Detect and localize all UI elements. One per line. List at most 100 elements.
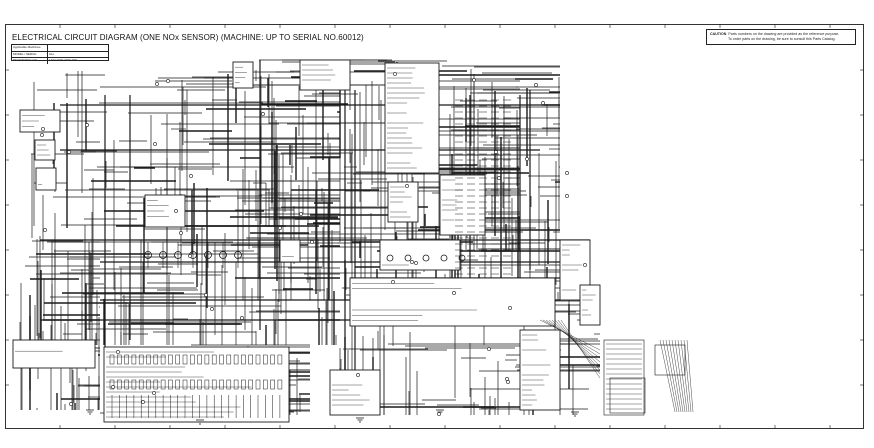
fuse	[160, 354, 166, 365]
info-row-label: MODEL / SERIAL	[12, 51, 48, 57]
splice-point	[41, 127, 45, 131]
fuse	[124, 354, 129, 365]
info-row-label: PT.DRAWING NO.	[12, 58, 48, 64]
fuse	[182, 379, 188, 390]
harness-wire	[662, 339, 678, 413]
relay-coil	[458, 254, 466, 262]
fuse	[233, 354, 239, 365]
harness-connector-block	[349, 277, 556, 327]
fuse	[226, 354, 232, 365]
splice-point	[565, 171, 569, 175]
splice-point	[141, 400, 145, 404]
relay-coil	[404, 254, 412, 262]
fuse	[168, 379, 173, 390]
fuse	[248, 379, 253, 390]
splice-point	[437, 412, 441, 416]
fuse	[190, 379, 195, 390]
fuse	[255, 379, 261, 390]
fuse	[175, 379, 180, 390]
caution-line-2: To order parts on the drawing, be sure t…	[728, 37, 836, 41]
component	[35, 167, 57, 191]
fuse	[131, 354, 137, 365]
fuse	[219, 379, 224, 390]
drawing-frame	[5, 24, 864, 429]
splice-point	[278, 226, 282, 230]
fuse	[153, 354, 159, 365]
splice-point	[508, 306, 512, 310]
fuse	[190, 354, 195, 365]
junction-block	[379, 239, 461, 271]
fuse	[211, 379, 217, 390]
fuse	[270, 354, 275, 365]
fuse	[277, 354, 283, 365]
harness-wire	[560, 319, 601, 379]
fuse	[204, 354, 210, 365]
splice-point	[85, 123, 89, 127]
splice-point	[541, 101, 545, 105]
fuse	[117, 354, 122, 365]
fuse	[263, 379, 268, 390]
splice-point	[534, 83, 538, 87]
info-row-value: 1203-0000-0000-000	[49, 58, 78, 62]
harness-wire	[665, 339, 680, 413]
fuse	[153, 379, 159, 390]
splice-point	[391, 280, 395, 284]
splice-point	[393, 72, 397, 76]
splice-point	[189, 174, 193, 178]
fuse	[241, 354, 246, 365]
splice-point	[497, 176, 501, 180]
relay	[279, 239, 301, 263]
splice-point	[210, 307, 214, 311]
fuse	[255, 354, 261, 365]
splice-point	[525, 157, 529, 161]
controller-unit	[384, 62, 440, 174]
fuse	[241, 379, 246, 390]
splice-point	[583, 263, 587, 267]
fuse	[277, 379, 283, 390]
splice-point	[472, 78, 476, 82]
splice-point	[166, 79, 170, 83]
splice-point	[204, 293, 208, 297]
relay-coil	[386, 254, 394, 262]
fuse	[197, 379, 202, 390]
harness-wire	[674, 339, 686, 413]
fuse	[146, 354, 151, 365]
fuse	[204, 379, 210, 390]
fuse	[117, 379, 122, 390]
splice-point	[40, 133, 44, 137]
harness-wire	[539, 319, 601, 351]
splice-point	[152, 391, 156, 395]
fuse	[138, 379, 144, 390]
splice-point	[506, 380, 510, 384]
fuse	[146, 379, 151, 390]
splice-point	[111, 385, 115, 389]
splice-point	[494, 150, 498, 154]
fuse	[160, 379, 166, 390]
harness-wire	[686, 339, 694, 413]
splice-point	[261, 112, 265, 116]
diagram-title: ELECTRICAL CIRCUIT DIAGRAM (ONE NOx SENS…	[12, 33, 364, 42]
relay-coil	[440, 254, 448, 262]
fuse	[168, 354, 173, 365]
splice-point	[452, 291, 456, 295]
fuse	[131, 379, 137, 390]
terminal-block	[519, 329, 561, 411]
fuse	[233, 379, 239, 390]
detail-connector	[609, 377, 646, 414]
connector-block	[12, 339, 96, 369]
harness-wire	[668, 339, 682, 413]
relay-coil	[422, 254, 430, 262]
connector	[579, 284, 601, 326]
splice-point	[414, 261, 418, 265]
harness-wire	[677, 339, 688, 413]
splice-point	[310, 240, 314, 244]
harness-wire	[542, 319, 601, 355]
harness-wire	[680, 339, 690, 413]
fuse	[124, 379, 129, 390]
fuse	[263, 354, 268, 365]
splice-point	[153, 142, 157, 146]
